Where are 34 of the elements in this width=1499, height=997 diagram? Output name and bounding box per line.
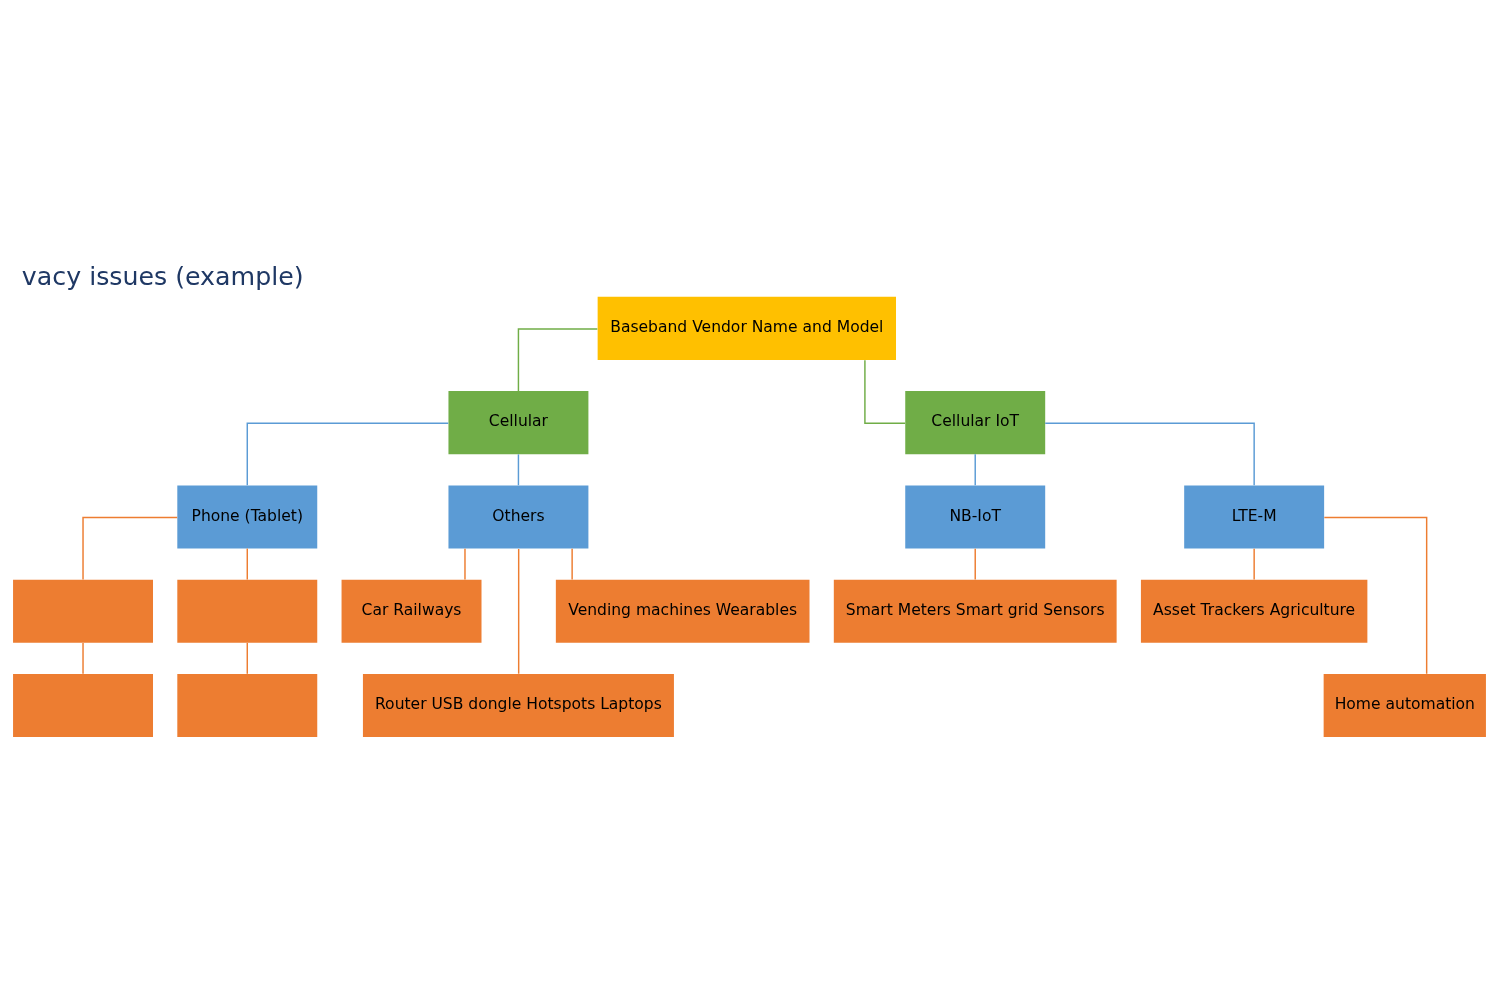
connector: [974, 453, 976, 486]
connector: [517, 327, 599, 392]
node-box: LTE-M: [1184, 484, 1325, 549]
connector: [464, 547, 466, 580]
node-box: Cellular: [448, 390, 589, 454]
connector: [246, 547, 248, 580]
node-box: Router USB dongle Hotspots Laptops: [362, 673, 674, 737]
node-box: Smart Meters Smart grid Sensors: [833, 579, 1117, 643]
connector: [82, 641, 84, 674]
node-box: [13, 673, 153, 737]
node-box: Car Railways: [341, 579, 482, 643]
connector: [864, 359, 906, 424]
node-box: Others: [448, 484, 589, 549]
connector: [82, 516, 178, 580]
node-box: Vending machines Wearables: [555, 579, 810, 643]
connector: [974, 547, 976, 580]
connector: [1253, 547, 1255, 580]
diagram-title: vacy issues (example): [21, 261, 304, 291]
node-box: Asset Trackers Agriculture: [1140, 579, 1368, 643]
node-box: Phone (Tablet): [177, 484, 318, 549]
node-box: Baseband Vendor Name and Model: [597, 296, 896, 360]
node-box: Cellular IoT: [905, 390, 1046, 454]
connector: [517, 453, 520, 486]
node-box: [177, 579, 318, 643]
node-box: [13, 579, 153, 643]
connector: [571, 547, 573, 580]
connector: [1323, 516, 1428, 674]
connector: [517, 547, 520, 674]
node-box: [177, 673, 318, 737]
connector: [246, 641, 248, 674]
connector: [246, 421, 449, 486]
node-box: Home automation: [1323, 673, 1486, 737]
connector: [1044, 421, 1255, 486]
node-box: NB-IoT: [905, 484, 1046, 549]
